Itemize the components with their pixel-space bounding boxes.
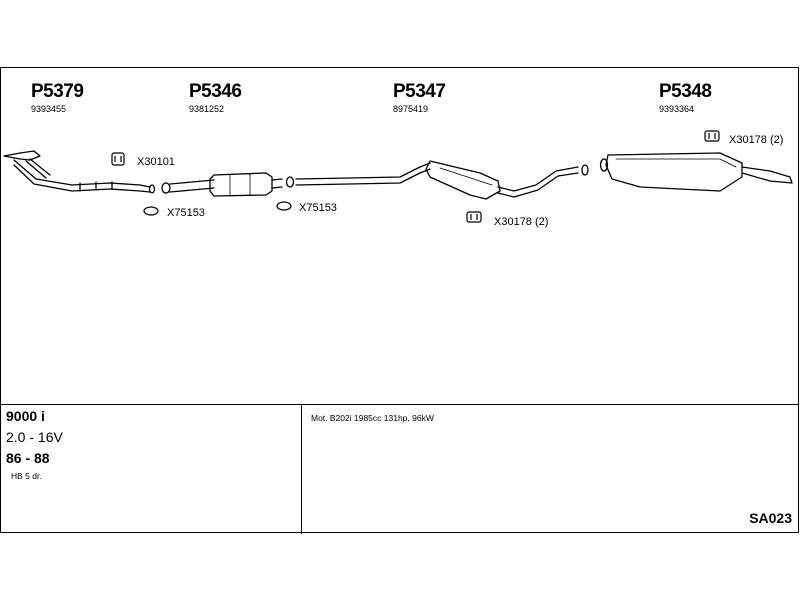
hanger-icon [704,130,720,142]
hanger-icon [466,211,482,223]
hanger-icon [111,152,125,166]
part-number-2: P5346 [189,81,242,102]
fitting-label-3: X75153 [299,202,337,214]
motor-spec: Mot. B202i 1985cc 131hp, 96kW [311,413,434,423]
oe-number-2: 9381252 [189,104,225,114]
gasket-icon [143,206,159,216]
system-code: SA023 [749,510,792,526]
fitting-label-4: X30178 (2) [494,216,549,228]
fitting-label-1: X30101 [137,156,175,168]
gasket-icon [276,201,292,211]
part-number-3: P5347 [393,81,446,102]
oe-number-1: 9393455 [31,104,67,114]
diagram-sheet: P5379 9393455 P5346 9381252 P5347 897541… [0,67,799,534]
vehicle-model: 9000 i [6,408,45,424]
fitting-label-2: X75153 [167,207,205,219]
part-number-4: P5348 [659,81,712,102]
rear-silencer-drawing [599,152,793,192]
fitting-label-5: X30178 (2) [729,134,784,146]
vehicle-body: HB 5 dr. [11,471,42,481]
middle-silencer-drawing [295,160,589,200]
oe-number-4: 9393364 [659,104,695,114]
vehicle-engine: 2.0 - 16V [6,429,63,445]
exhaust-drawing [3,130,793,223]
part-number-1: P5379 [31,81,84,102]
front-silencer-drawing [161,172,295,197]
section-divider-vertical [301,404,302,534]
oe-number-3: 8975419 [393,104,429,114]
front-pipe-drawing [3,150,156,194]
vehicle-years: 86 - 88 [6,450,50,466]
section-divider-horizontal [1,404,798,405]
